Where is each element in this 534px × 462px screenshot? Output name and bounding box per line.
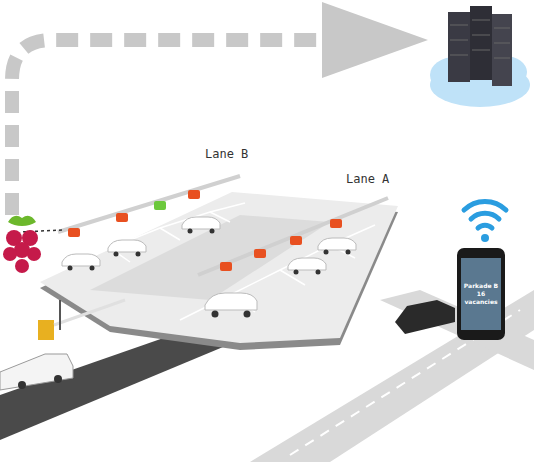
van — [0, 354, 73, 390]
data-flow-arrow — [12, 40, 330, 215]
lane-a-bar — [198, 198, 388, 275]
gate-box — [38, 320, 54, 340]
dark-car — [395, 300, 455, 334]
arrow-head — [322, 2, 428, 78]
phone-screen-box: Parkade B 16 vacancies — [461, 258, 501, 330]
lane-label: Lane B — [205, 147, 248, 161]
node-content: Parkade B 16 vacancies — [461, 282, 501, 306]
lane-label: Lane A — [346, 172, 389, 186]
cloud-server — [430, 6, 530, 107]
wheels — [68, 229, 351, 318]
smartphone — [457, 248, 505, 340]
raspberry-pi-logo — [3, 216, 41, 273]
gate-barrier — [54, 300, 125, 325]
lane — [90, 215, 330, 300]
wifi-dot — [481, 234, 489, 242]
gate-pole — [59, 300, 61, 330]
screen-text: Parkade B 16 vacancies — [461, 282, 501, 306]
indicator-lights — [68, 190, 342, 271]
wifi-icon — [464, 201, 506, 228]
parking-floor — [40, 192, 398, 343]
lane-b-bar — [58, 176, 240, 232]
phone-screen — [461, 258, 501, 330]
